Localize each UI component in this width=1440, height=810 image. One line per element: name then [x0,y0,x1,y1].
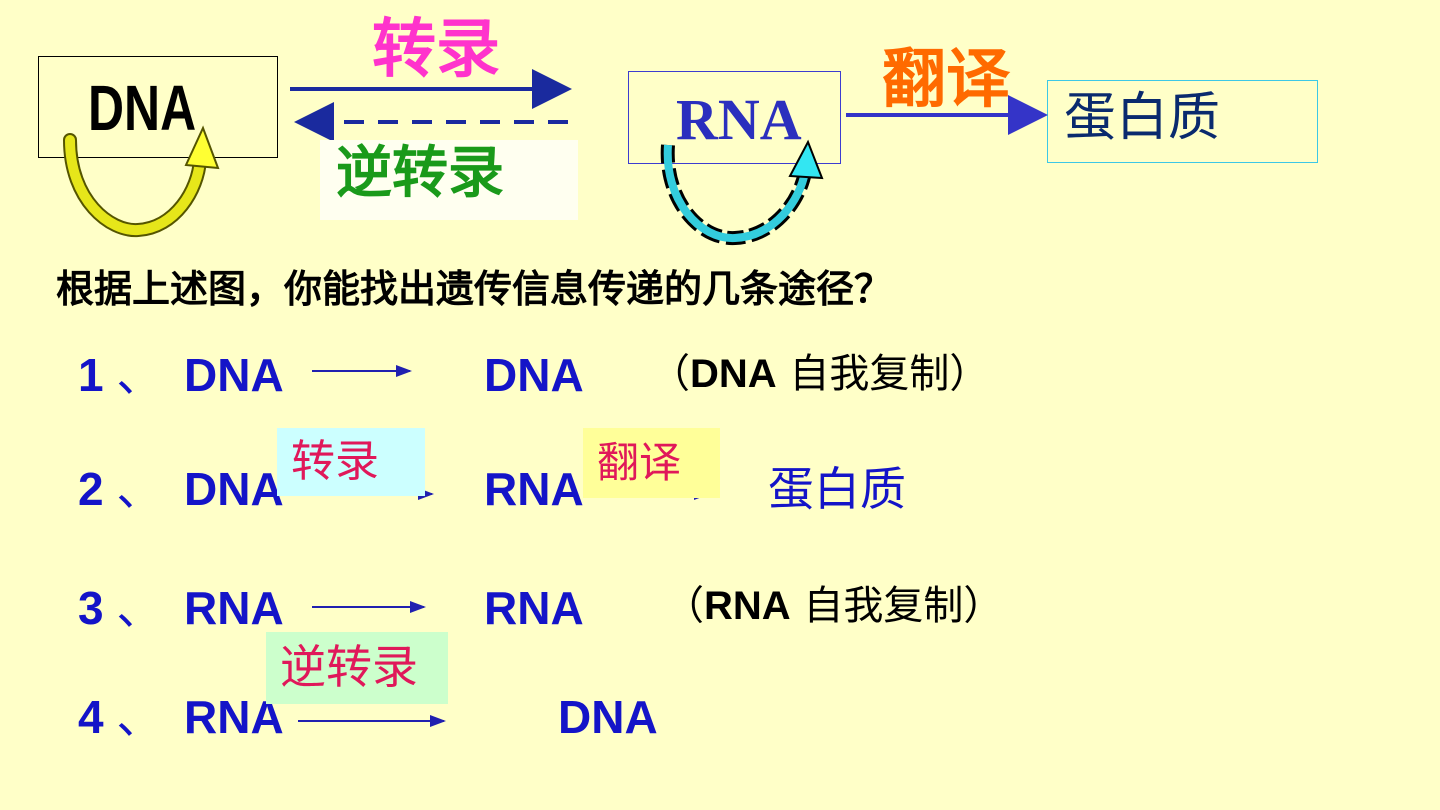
row1-number: 1 、 [78,348,163,402]
row2-end: 蛋白质 [768,462,906,516]
row3-note: （RNA 自我复制） [664,583,1004,629]
transcription-label: 转录 [372,13,500,87]
row3-number: 3 、 [78,581,163,635]
row2-transcription-tag: 转录 [277,428,425,496]
reverse-transcription-label-box: 逆转录 [320,140,578,220]
row4-number: 4 、 [78,690,163,744]
row1-from: DNA [184,349,284,401]
reverse-transcription-label: 逆转录 [336,141,504,206]
row3-from: RNA [184,582,284,634]
row1-to: DNA [484,349,584,401]
row2-translation-tag: 翻译 [583,428,720,498]
row4-reverse-transcription-tag: 逆转录 [266,632,448,704]
question-text: 根据上述图，你能找出遗传信息传递的几条途径？ [56,267,893,311]
row3-to: RNA [484,582,584,634]
protein-label: 蛋白质 [1064,88,1221,148]
rna-replication-arrow [660,139,824,246]
translation-label: 翻译 [882,43,1010,117]
dna-box [38,56,278,158]
dna-replication-arrow [63,125,220,238]
row2-to: RNA [484,463,584,515]
protein-box [1047,80,1318,163]
row4-to: DNA [558,691,658,743]
rna-label: RNA [676,87,802,152]
row2-number: 2 、 [78,462,163,516]
row2-from: DNA [184,463,284,515]
row1-note: （DNA 自我复制） [650,351,990,397]
dna-label: DNA [88,72,197,144]
